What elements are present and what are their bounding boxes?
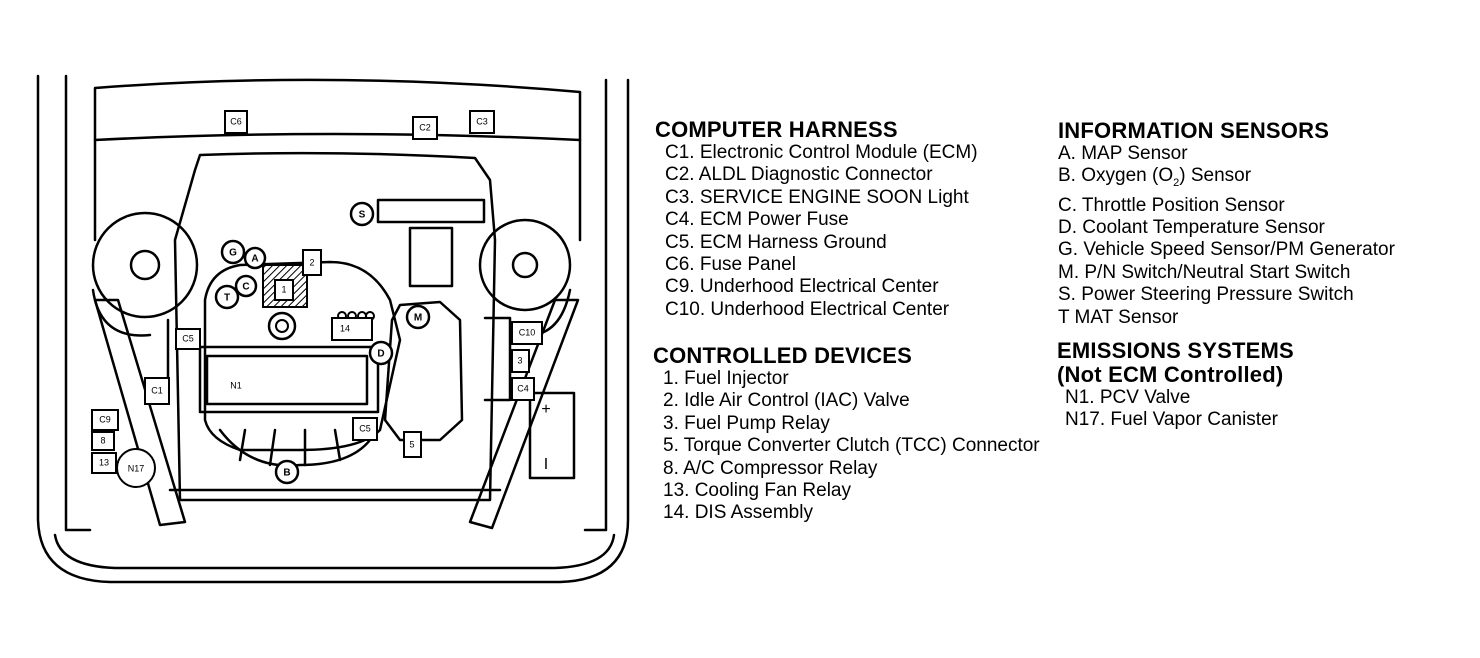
inner-wall-right xyxy=(583,78,608,532)
label-3: 3 xyxy=(517,355,522,365)
label-s: S xyxy=(359,210,366,221)
sensor-item: A. MAP Sensor xyxy=(1058,143,1188,164)
fuel-vapor-canister xyxy=(116,448,156,488)
sensor-oxygen-text: B. Oxygen (O xyxy=(1058,165,1174,187)
label-c5-bottom: C5 xyxy=(359,423,371,433)
sensor-item: G. Vehicle Speed Sensor/PM Generator xyxy=(1058,239,1395,261)
air-cleaner xyxy=(198,345,380,414)
device-item: 5. Torque Converter Clutch (TCC) Connect… xyxy=(663,435,1040,457)
harness-item: C2. ALDL Diagnostic Connector xyxy=(665,164,933,186)
sensor-oxygen-suffix: ) Sensor xyxy=(1179,165,1252,187)
legend-controlled-devices: CONTROLLED DEVICES 1. Fuel Injector 2. I… xyxy=(653,344,1040,525)
label-b: B xyxy=(283,468,290,479)
engine-compartment-diagram: C6 C2 C3 C5 C5 C1 C9 C10 C4 8 13 3 5 2 1… xyxy=(36,74,630,584)
label-n1: N1 xyxy=(230,380,242,390)
oxygen-subscript: 2 xyxy=(1173,177,1180,190)
label-d: D xyxy=(377,349,384,360)
label-m: M xyxy=(414,313,422,324)
harness-item: C6. Fuse Panel xyxy=(665,254,796,276)
sensor-item: T MAT Sensor xyxy=(1058,306,1179,328)
battery-minus: I xyxy=(544,456,548,473)
device-item: 14. DIS Assembly xyxy=(663,502,813,524)
device-item: 3. Fuel Pump Relay xyxy=(663,412,830,434)
legend-computer-harness: COMPUTER HARNESS C1. Electronic Control … xyxy=(655,118,978,321)
label-c3: C3 xyxy=(476,116,488,126)
ps-pump xyxy=(376,198,486,224)
body-outline xyxy=(36,74,630,584)
sensor-item: M. P/N Switch/Neutral Start Switch xyxy=(1058,261,1351,283)
label-13: 13 xyxy=(99,457,109,467)
label-14: 14 xyxy=(340,323,350,333)
harness-item: C5. ECM Harness Ground xyxy=(665,231,887,253)
emissions-item: N1. PCV Valve xyxy=(1065,387,1191,408)
label-c: C xyxy=(242,282,249,293)
information-sensors-heading: INFORMATION SENSORS xyxy=(1058,118,1330,143)
label-c5-left: C5 xyxy=(182,333,194,343)
label-c2: C2 xyxy=(419,122,431,132)
label-8: 8 xyxy=(100,435,105,445)
harness-item: C9. Underhood Electrical Center xyxy=(665,276,939,298)
label-1: 1 xyxy=(281,284,286,294)
left-strut-tower xyxy=(91,211,199,319)
emissions-systems-heading: EMISSIONS SYSTEMS xyxy=(1057,338,1294,363)
throttle-body xyxy=(267,311,297,341)
sensor-item: D. Coolant Temperature Sensor xyxy=(1058,217,1325,239)
cowl-line xyxy=(93,78,582,142)
device-item: 13. Cooling Fan Relay xyxy=(663,480,851,502)
sensor-item: B. Oxygen (O2) Sensor xyxy=(1058,165,1395,194)
sensor-item: S. Power Steering Pressure Switch xyxy=(1058,284,1354,306)
device-item: 2. Idle Air Control (IAC) Valve xyxy=(663,390,910,412)
label-c10: C10 xyxy=(519,327,536,337)
inner-wall-left xyxy=(64,74,92,532)
right-strut-tower xyxy=(478,218,572,312)
emissions-item: N17. Fuel Vapor Canister xyxy=(1065,409,1278,431)
label-c9: C9 xyxy=(99,414,111,424)
legend-emissions-systems: EMISSIONS SYSTEMS (Not ECM Controlled) N… xyxy=(1057,339,1294,432)
label-2: 2 xyxy=(309,257,314,267)
label-g: G xyxy=(229,248,237,259)
label-a: A xyxy=(251,254,258,265)
label-c1: C1 xyxy=(151,385,163,395)
harness-item: C1. Electronic Control Module (ECM) xyxy=(665,142,978,163)
legend-information-sensors: INFORMATION SENSORS A. MAP Sensor B. Oxy… xyxy=(1058,119,1395,329)
device-item: 1. Fuel Injector xyxy=(663,368,789,389)
battery-plus: + xyxy=(541,401,550,418)
device-item: 8. A/C Compressor Relay xyxy=(663,457,878,479)
emissions-systems-subheading: (Not ECM Controlled) xyxy=(1057,362,1284,387)
harness-item: C10. Underhood Electrical Center xyxy=(665,298,950,320)
label-c6: C6 xyxy=(230,116,242,126)
computer-harness-heading: COMPUTER HARNESS xyxy=(655,117,898,142)
label-n17: N17 xyxy=(128,463,145,473)
label-c4: C4 xyxy=(517,383,529,393)
battery xyxy=(528,391,576,480)
engine-block xyxy=(203,260,402,452)
right-frame-rail xyxy=(468,298,580,530)
harness-item: C3. SERVICE ENGINE SOON Light xyxy=(665,186,969,208)
label-5: 5 xyxy=(409,439,414,449)
sensor-item: C. Throttle Position Sensor xyxy=(1058,194,1285,216)
controlled-devices-heading: CONTROLLED DEVICES xyxy=(653,343,913,368)
harness-item: C4. ECM Power Fuse xyxy=(665,209,849,231)
label-t: T xyxy=(224,293,230,304)
body-bottom-band xyxy=(53,533,616,570)
engine-bay-outline xyxy=(173,151,497,502)
